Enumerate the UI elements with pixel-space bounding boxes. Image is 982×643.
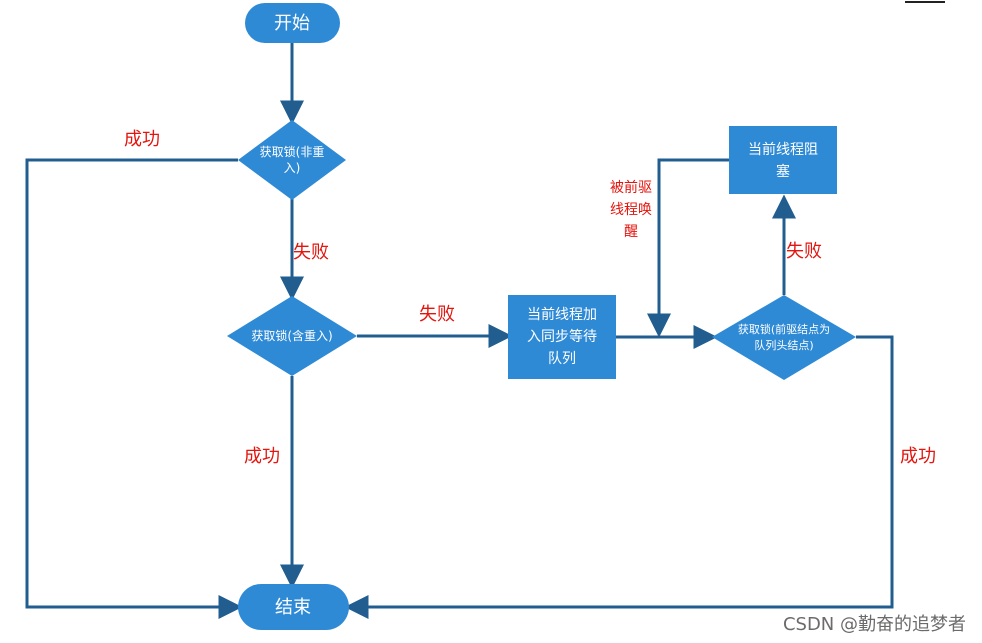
- label-woken-line2: 线程唤: [610, 201, 652, 218]
- label-woken-line1: 被前驱: [610, 179, 652, 196]
- lock-non-reentrant-decision: [238, 120, 346, 200]
- label-fail-3: 失败: [786, 241, 822, 262]
- label-success-mid: 成功: [244, 446, 280, 467]
- lock-head-label-line2: 队列头结点): [754, 338, 813, 352]
- lock-non-reentrant-label-line2: 入): [284, 161, 301, 175]
- label-success-left: 成功: [124, 129, 160, 150]
- lock-head-decision: [712, 295, 856, 380]
- lock-non-reentrant-label: 获取锁(非重: [260, 144, 325, 159]
- block-label-line1: 当前线程阻: [748, 141, 818, 158]
- watermark: CSDN @勤奋的追梦者: [783, 614, 966, 635]
- lock-reentrant-label: 获取锁(含重入): [251, 328, 332, 343]
- enqueue-label-line2: 入同步等待: [527, 328, 597, 345]
- block-node: [729, 126, 837, 194]
- label-success-right: 成功: [900, 446, 936, 467]
- start-node-label: 开始: [274, 13, 310, 34]
- end-node-label: 结束: [275, 597, 311, 618]
- edge-lock3-success-to-end: [344, 335, 894, 619]
- edge-block-woken-to-loop: [647, 158, 729, 338]
- lock-reentrant-decision: [227, 296, 357, 376]
- enqueue-node: [508, 295, 616, 379]
- label-woken-line3: 醒: [624, 224, 638, 240]
- edge-lock1-success-to-end: [25, 158, 243, 619]
- enqueue-label-line1: 当前线程加: [527, 306, 597, 323]
- lock-head-label-line1: 获取锁(前驱结点为: [738, 322, 830, 336]
- enqueue-label-line3: 队列: [548, 351, 576, 367]
- start-node: [245, 3, 340, 43]
- label-fail-2: 失败: [419, 304, 455, 325]
- block-label-line2: 塞: [776, 163, 790, 180]
- label-fail-1: 失败: [293, 242, 329, 263]
- end-node: [238, 584, 349, 630]
